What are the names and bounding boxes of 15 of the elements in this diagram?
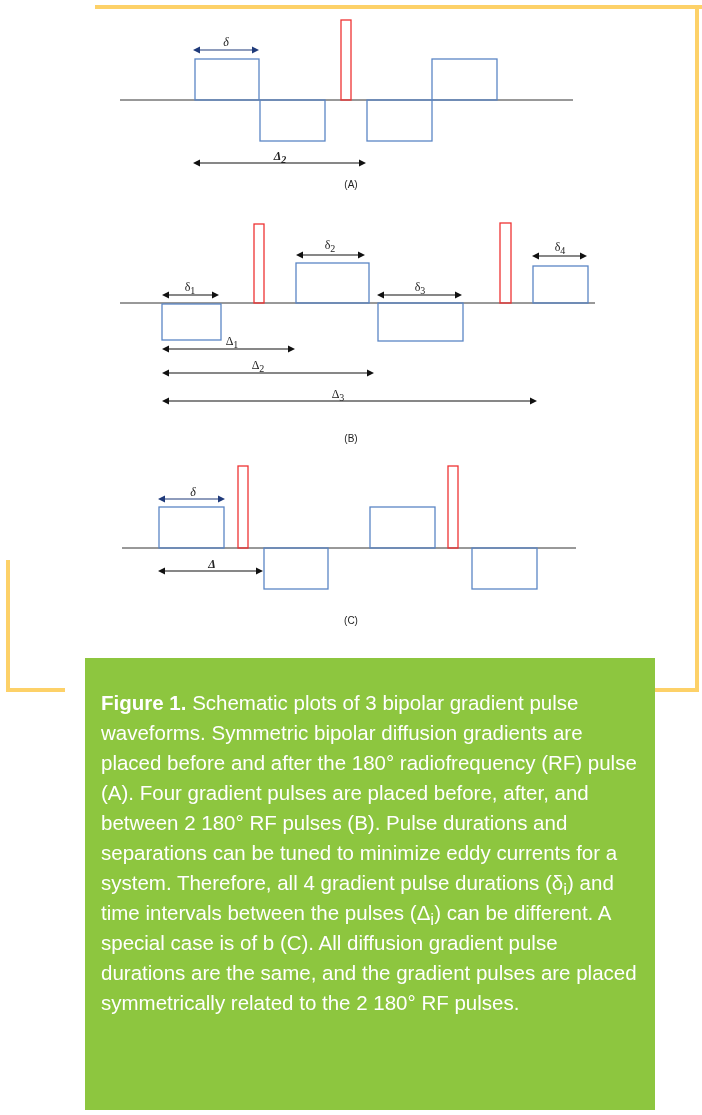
figure-caption: Figure 1. Schematic plots of 3 bipolar gradient pulse waveforms. Symmetric bipolar diffusion gradients are placed before and after the 180° radiofrequency (RF) pulse (A). Four gradient pulses are placed before, after, and between 2 180° RF pulses (B). Pulse durations and separations can be tuned to minimize eddy currents for a system. Therefore, all 4 gradient pulse durations (δ$_{i}$) and time intervals between the pulses (Δ$_{i}$) can be different. A special case is of b (C). All diffusion gradient pulse durations are the same, and the gradient pulses are placed symmetrically related to the 2 180° RF pulses. (85, 658, 655, 1110)
dimension-label: Δ$_{3}$ (331, 386, 345, 404)
dimension-label: Δ$_{1}$ (225, 333, 239, 351)
dimension-label: δ$_{4}$ (554, 239, 566, 257)
dimension-label: Δ$_{2}$ (273, 148, 287, 166)
panel-label: (A) (344, 178, 358, 190)
panel-label: (B) (344, 432, 358, 444)
dimension-label: δ$_{2}$ (324, 237, 336, 255)
dimension-label: δ$_{1}$ (184, 279, 196, 297)
dimension-label: δ (190, 484, 196, 500)
dimension-label: δ (223, 34, 229, 50)
dimension-label: Δ$_{2}$ (251, 357, 265, 375)
dimension-label: δ$_{3}$ (414, 279, 426, 297)
dimension-label: Δ (208, 556, 216, 572)
panel-label: (C) (344, 614, 358, 626)
